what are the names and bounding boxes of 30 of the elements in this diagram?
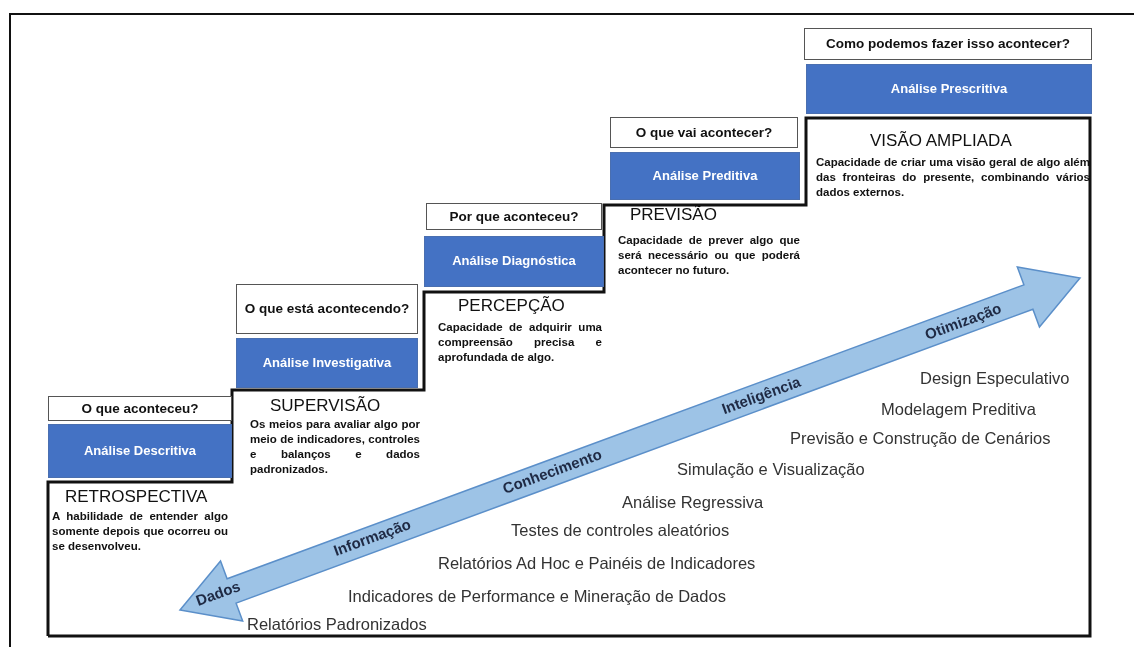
question-box: O que vai acontecer? — [610, 117, 798, 148]
step-description: Capacidade de criar uma visão geral de algo além das fronteiras do presente, combinando vários dados externos. — [816, 155, 1090, 200]
question-box: Como podemos fazer isso acontecer? — [804, 28, 1092, 60]
step-heading: PREVISÃO — [630, 205, 717, 225]
technique-label: Design Especulativo — [920, 369, 1070, 388]
analysis-box: Análise Preditiva — [610, 152, 800, 200]
technique-label: Análise Regressiva — [622, 493, 764, 512]
question-box: O que aconteceu? — [48, 396, 232, 421]
step-heading: PERCEPÇÃO — [458, 296, 565, 316]
analysis-box: Análise Descritiva — [48, 424, 232, 478]
technique-label: Previsão e Construção de Cenários — [790, 429, 1051, 448]
step-description: Capacidade de adquirir uma compreensão precisa e aprofundada de algo. — [438, 320, 602, 365]
question-box: Por que aconteceu? — [426, 203, 602, 230]
step-description: Os meios para avaliar algo por meio de indicadores, controles e balanços e dados padronizados. — [250, 417, 420, 477]
technique-label: Relatórios Ad Hoc e Painéis de Indicadores — [438, 554, 756, 573]
step-description: A habilidade de entender algo somente depois que ocorreu ou se desenvolveu. — [52, 509, 228, 554]
analysis-box: Análise Diagnóstica — [424, 236, 604, 287]
step-description: Capacidade de prever algo que será necessário ou que poderá acontecer no futuro. — [618, 233, 800, 278]
step-heading: RETROSPECTIVA — [65, 487, 208, 507]
step-heading: VISÃO AMPLIADA — [870, 131, 1012, 151]
technique-label: Relatórios Padronizados — [247, 615, 427, 634]
technique-label: Modelagem Preditiva — [881, 400, 1036, 419]
analysis-box: Análise Investigativa — [236, 338, 418, 388]
technique-label: Testes de controles aleatórios — [511, 521, 730, 540]
analysis-box: Análise Prescritiva — [806, 64, 1092, 114]
technique-label: Indicadores de Performance e Mineração de Dados — [348, 587, 726, 606]
question-box: O que está acontecendo? — [236, 284, 418, 334]
arrow-label: Dados — [193, 577, 243, 609]
technique-label: Simulação e Visualização — [677, 460, 865, 479]
step-heading: SUPERVISÃO — [270, 396, 381, 416]
